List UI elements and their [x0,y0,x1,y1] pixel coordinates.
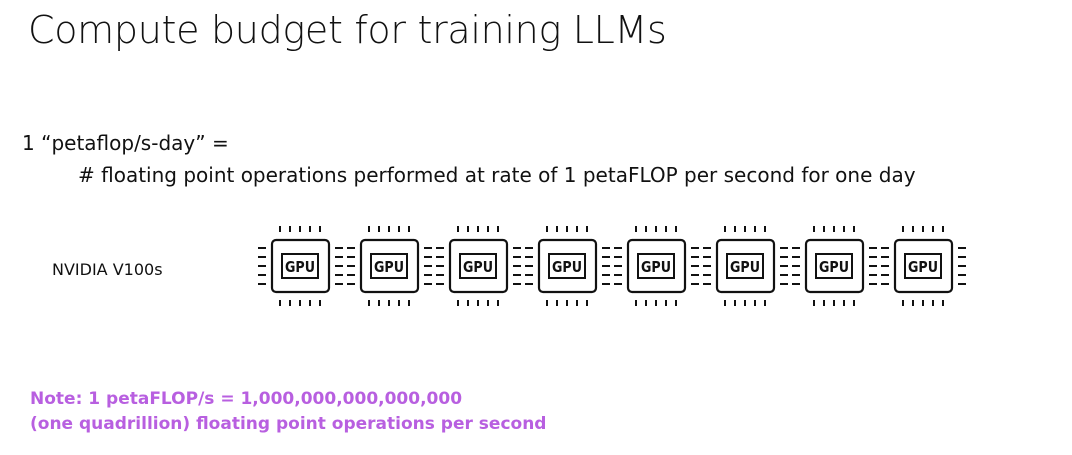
svg-text:GPU: GPU [374,258,404,276]
svg-text:GPU: GPU [285,258,315,276]
note-line-2: (one quadrillion) floating point operati… [30,414,547,434]
gpu-chip-icon: GPU [881,226,966,306]
gpu-chip-icon: GPU [258,226,343,306]
gpu-chip-icon: GPU [436,226,521,306]
slide-title: Compute budget for training LLMs [28,8,667,52]
gpu-chip-icon: GPU [525,226,610,306]
gpu-label: NVIDIA V100s [52,260,163,279]
svg-text:GPU: GPU [641,258,671,276]
gpu-row: GPU GPU GPU GPU GPU GPU GPU GPU [258,226,966,306]
svg-text:GPU: GPU [908,258,938,276]
svg-text:GPU: GPU [463,258,493,276]
gpu-chip-icon: GPU [614,226,699,306]
note-line-1: Note: 1 petaFLOP/s = 1,000,000,000,000,0… [30,389,463,409]
definition-text: # floating point operations performed at… [78,163,916,187]
gpu-chip-icon: GPU [347,226,432,306]
svg-text:GPU: GPU [730,258,760,276]
gpu-chip-icon: GPU [703,226,788,306]
definition-term: 1 “petaflop/s-day” = [22,131,229,155]
svg-text:GPU: GPU [819,258,849,276]
gpu-chip-icon: GPU [792,226,877,306]
svg-text:GPU: GPU [552,258,582,276]
